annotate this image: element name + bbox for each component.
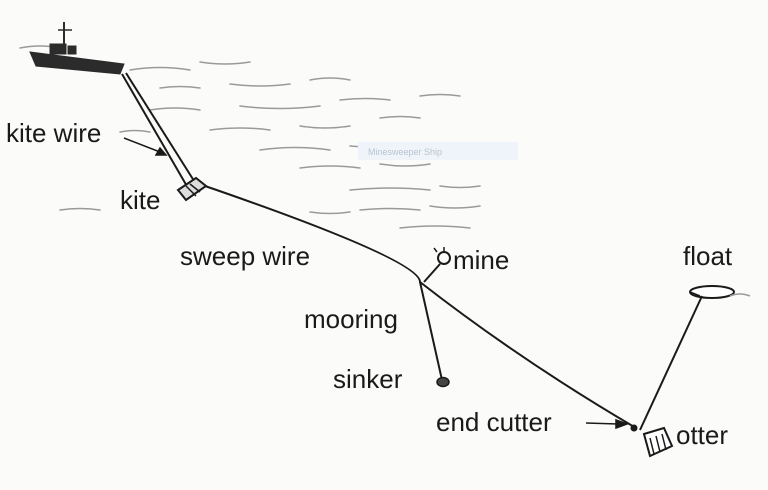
- label-kite-wire: kite wire: [6, 118, 101, 148]
- label-mine: mine: [453, 245, 509, 275]
- float-object: [689, 285, 751, 299]
- label-kite: kite: [120, 185, 160, 215]
- sweep-wire-line: [204, 185, 637, 429]
- label-sinker: sinker: [333, 364, 403, 394]
- otter-device: [642, 426, 674, 458]
- watermark-box: [358, 142, 518, 160]
- ship-icon: [29, 22, 125, 75]
- mine-object: [423, 247, 451, 283]
- label-float: float: [683, 241, 733, 271]
- watermark-text: Minesweeper Ship: [368, 147, 442, 157]
- label-mooring: mooring: [304, 304, 398, 334]
- kite-wire-line: [121, 72, 197, 189]
- sinker-object: [436, 376, 450, 388]
- leader-lines: [123, 137, 630, 430]
- kite-device: [176, 176, 208, 202]
- label-end-cutter: end cutter: [436, 407, 552, 437]
- mooring-line: [419, 281, 443, 381]
- label-otter: otter: [676, 420, 728, 450]
- float-line: [639, 295, 703, 431]
- label-sweep-wire: sweep wire: [180, 241, 310, 271]
- end-cutter-device: [630, 424, 638, 432]
